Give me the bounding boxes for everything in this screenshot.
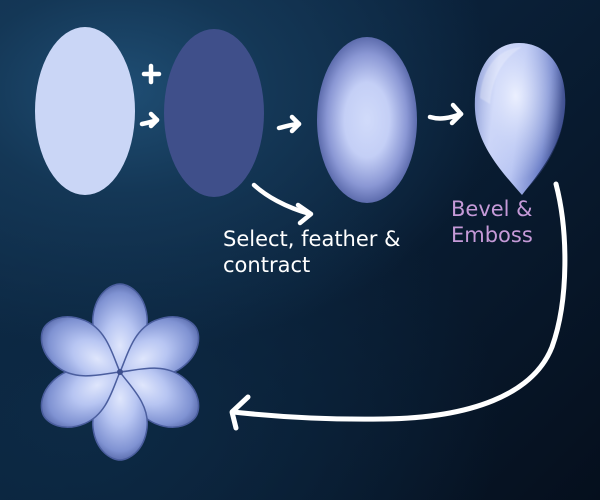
- flower-center: [117, 369, 123, 375]
- dark-oval-shape: [164, 29, 264, 197]
- caption-line: Bevel &: [451, 197, 533, 221]
- arrow-down-right-icon: [251, 182, 314, 226]
- select-feather-contract-caption: Select, feather & contract: [223, 226, 400, 278]
- arrow-right-icon: [276, 114, 302, 134]
- light-oval-shape: [35, 27, 135, 195]
- bevel-emboss-caption: Bevel & Emboss: [451, 196, 533, 248]
- caption-line: Select, feather &: [223, 227, 401, 251]
- caption-line: contract: [223, 253, 311, 277]
- flower-shape: [29, 283, 211, 461]
- curved-arrow-icon: [229, 181, 568, 431]
- caption-line: Emboss: [451, 223, 533, 247]
- plus-icon: [141, 63, 162, 85]
- arrow-right-icon: [427, 102, 464, 126]
- bevel-petal-shape: [474, 43, 566, 195]
- arrow-right-icon: [139, 111, 160, 129]
- feathered-oval-shape: [317, 37, 417, 203]
